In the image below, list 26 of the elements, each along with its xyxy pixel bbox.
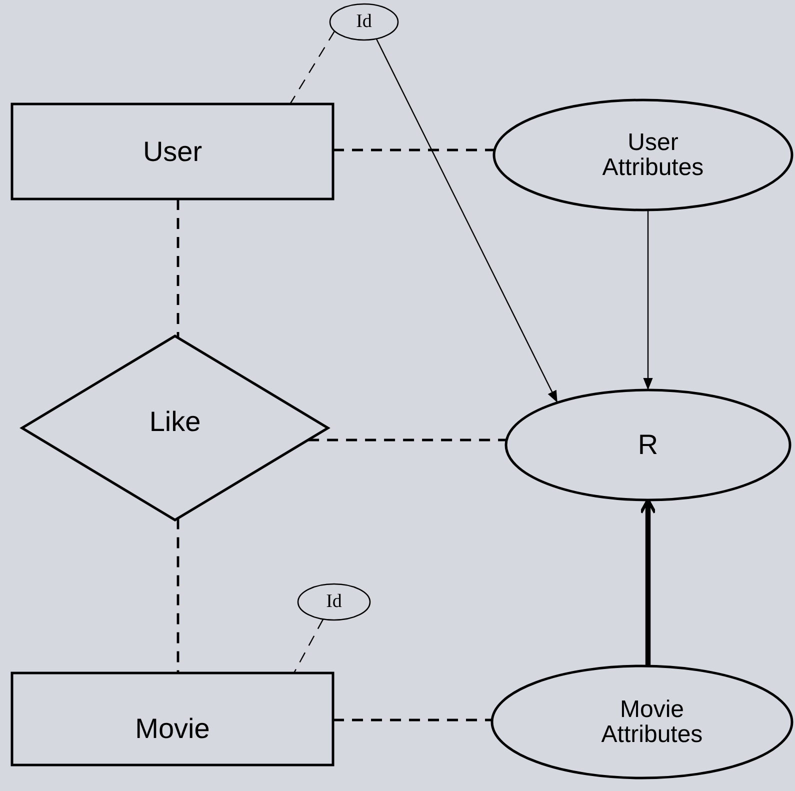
connector xyxy=(376,38,558,403)
connector xyxy=(333,718,492,722)
connector xyxy=(308,438,507,442)
connector xyxy=(643,210,653,390)
attribute-ellipse xyxy=(330,4,398,40)
connector xyxy=(333,148,495,152)
node-label: R xyxy=(638,430,658,460)
connector xyxy=(639,498,657,666)
connector xyxy=(290,30,336,104)
node-label: Movie Attributes xyxy=(600,696,704,748)
attribute-ellipse xyxy=(494,100,792,210)
node-label: User Attributes xyxy=(601,130,705,180)
node-label: Id xyxy=(326,592,342,612)
connector xyxy=(293,618,324,674)
node-label: Movie xyxy=(135,714,210,744)
entity-box xyxy=(12,104,333,199)
node-label: Like xyxy=(149,407,201,437)
connector xyxy=(176,199,180,338)
node-label: User xyxy=(142,136,202,166)
attribute-ellipse xyxy=(298,584,370,620)
entity-box xyxy=(12,673,333,765)
connector xyxy=(176,518,180,673)
attribute-ellipse xyxy=(492,666,792,778)
attribute-ellipse xyxy=(506,390,790,500)
node-label: Id xyxy=(356,12,372,32)
relationship-diamond xyxy=(22,336,328,520)
